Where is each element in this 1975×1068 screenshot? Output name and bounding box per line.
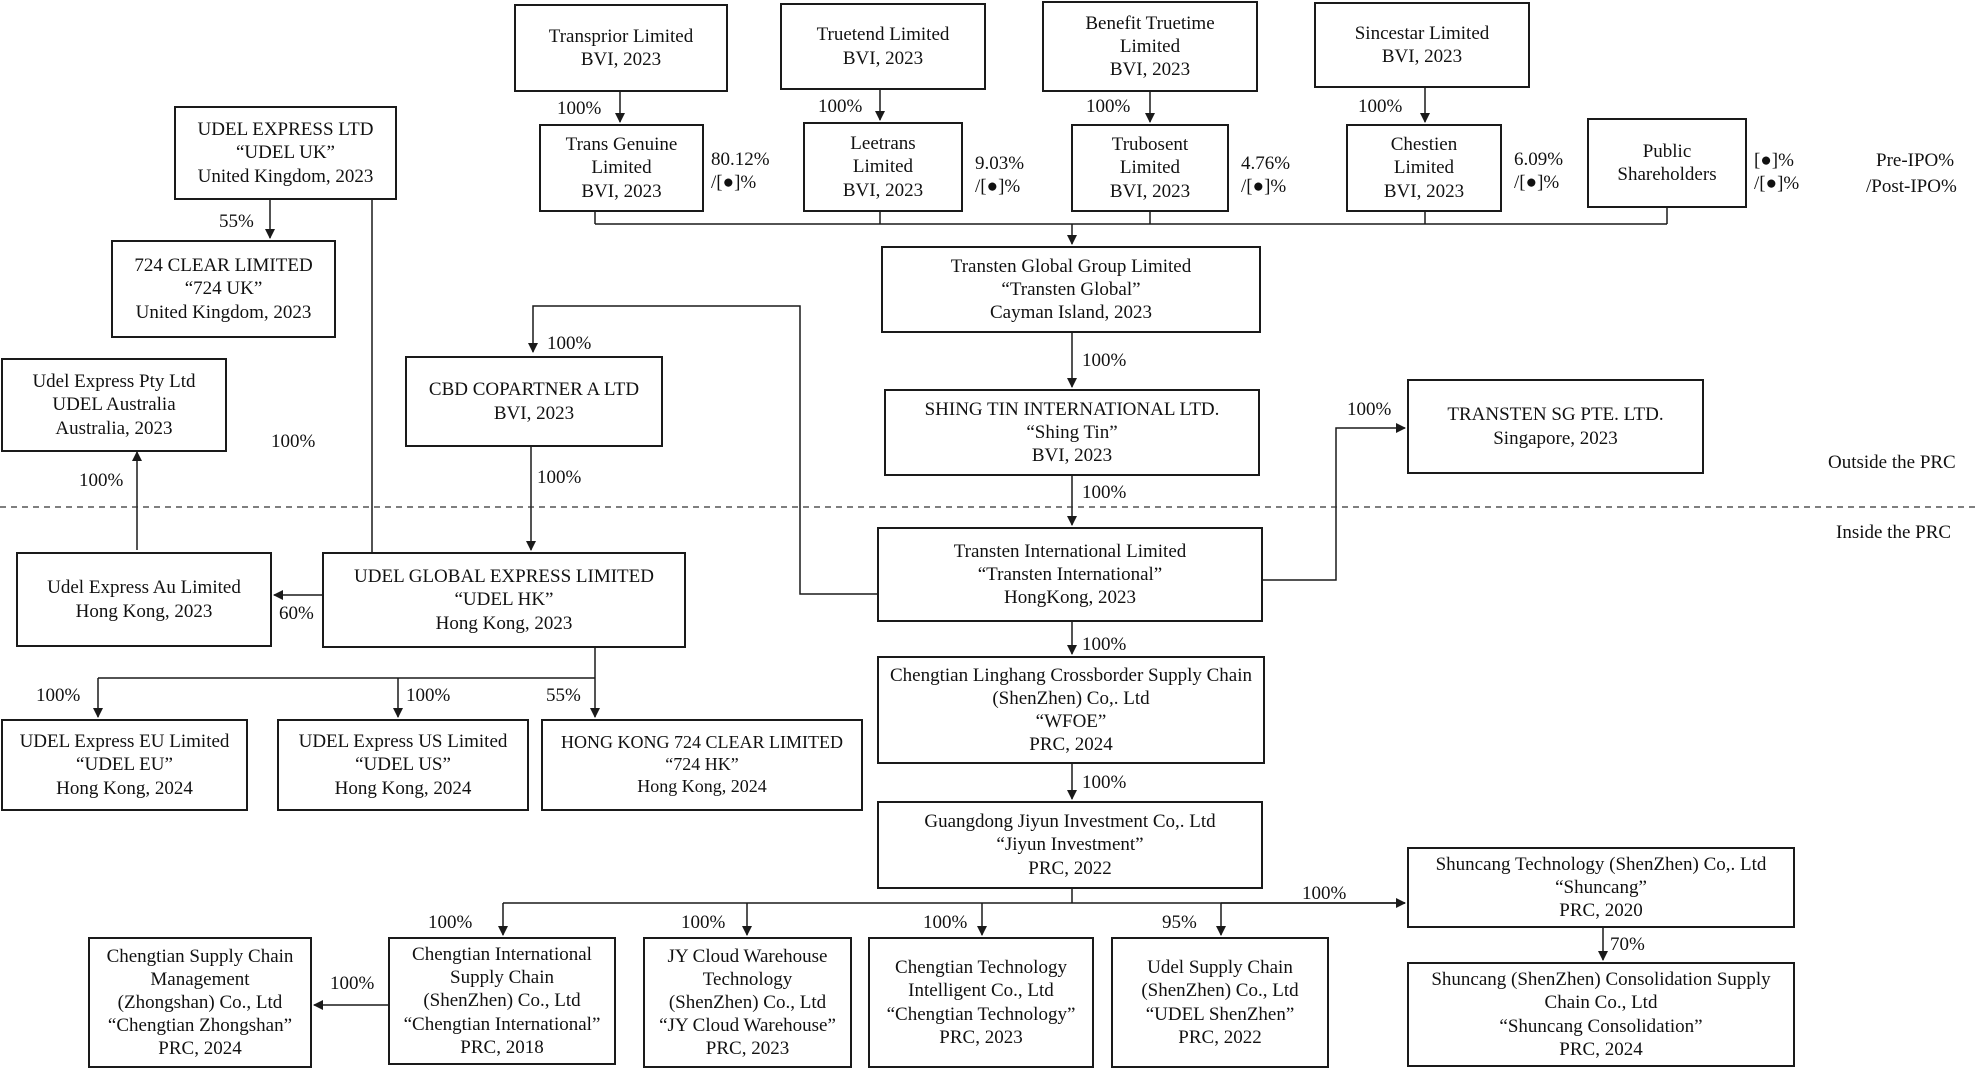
entity-shuncang-consolidation: Shuncang (ShenZhen) Consolidation Supply… xyxy=(1407,962,1795,1067)
pct-truetend: 100% xyxy=(818,96,863,117)
pct-shuncang: 100% xyxy=(1302,883,1347,904)
entity-udel-us: UDEL Express US Limited “UDEL US” Hong K… xyxy=(277,719,529,811)
entity-udel-au-hk: Udel Express Au Limited Hong Kong, 2023 xyxy=(16,552,272,647)
entity-trans-genuine: Trans Genuine Limited BVI, 2023 xyxy=(539,124,704,212)
edge-cbd-path xyxy=(528,305,877,595)
pct-eu: 100% xyxy=(36,685,81,706)
pct-cbd-udelhk: 100% xyxy=(537,467,582,488)
entity-chengtian-technology: Chengtian Technology Intelligent Co., Lt… xyxy=(868,937,1094,1068)
entity-transten-sg: TRANSTEN SG PTE. LTD. Singapore, 2023 xyxy=(1407,379,1704,474)
pct-ct-tech: 100% xyxy=(923,912,968,933)
entity-trubosent: Trubosent Limited BVI, 2023 xyxy=(1071,124,1229,212)
entity-724-hk: HONG KONG 724 CLEAR LIMITED “724 HK” Hon… xyxy=(541,719,863,811)
pct-wfoe: 100% xyxy=(1082,634,1127,655)
legend-post-ipo: /Post-IPO% xyxy=(1866,176,1957,197)
entity-jy-cloud-warehouse: JY Cloud Warehouse Technology (ShenZhen)… xyxy=(643,937,852,1068)
pct-au-hk: 60% xyxy=(279,603,314,624)
stake-leetrans: 9.03% /[●]% xyxy=(975,153,1025,197)
pct-benefit: 100% xyxy=(1086,96,1131,117)
legend-pre-ipo: Pre-IPO% xyxy=(1876,150,1955,171)
entity-transprior: Transprior Limited BVI, 2023 xyxy=(514,4,728,92)
entity-chestien: Chestien Limited BVI, 2023 xyxy=(1346,124,1502,212)
entity-cbd-copartner: CBD COPARTNER A LTD BVI, 2023 xyxy=(405,356,663,447)
stake-public: [●]% /[●]% xyxy=(1754,150,1800,194)
stake-chestien: 6.09% /[●]% xyxy=(1514,149,1564,193)
pct-uk-724: 55% xyxy=(219,211,254,232)
entity-724-uk: 724 CLEAR LIMITED “724 UK” United Kingdo… xyxy=(111,240,336,338)
entity-public-shareholders: Public Shareholders xyxy=(1587,118,1747,208)
entity-wfoe: Chengtian Linghang Crossborder Supply Ch… xyxy=(877,656,1265,764)
entity-benefit-truetime: Benefit Truetime Limited BVI, 2023 xyxy=(1042,1,1258,92)
pct-australia: 100% xyxy=(79,470,124,491)
entity-transten-global: Transten Global Group Limited “Transten … xyxy=(881,246,1261,333)
pct-shing-sg: 100% xyxy=(1347,399,1392,420)
stake-trubosent: 4.76% /[●]% xyxy=(1241,153,1291,197)
pct-udel-sz: 95% xyxy=(1162,912,1197,933)
pct-ct-intl: 100% xyxy=(428,912,473,933)
entity-sincestar: Sincestar Limited BVI, 2023 xyxy=(1314,2,1530,88)
entity-jiyun-investment: Guangdong Jiyun Investment Co,. Ltd “Jiy… xyxy=(877,801,1263,889)
entity-udel-hk: UDEL GLOBAL EXPRESS LIMITED “UDEL HK” Ho… xyxy=(322,552,686,648)
entity-udel-eu: UDEL Express EU Limited “UDEL EU” Hong K… xyxy=(1,719,248,811)
pct-jiyun: 100% xyxy=(1082,772,1127,793)
label-outside-prc: Outside the PRC xyxy=(1828,452,1956,473)
pct-uk-side: 100% xyxy=(271,431,316,452)
pct-sincestar: 100% xyxy=(1358,96,1403,117)
entity-udel-shenzhen: Udel Supply Chain (ShenZhen) Co., Ltd “U… xyxy=(1111,937,1329,1068)
pct-global-shingtin: 100% xyxy=(1082,350,1127,371)
pct-724hk: 55% xyxy=(546,685,581,706)
entity-udel-australia: Udel Express Pty Ltd UDEL Australia Aust… xyxy=(1,358,227,452)
pct-shing-intl: 100% xyxy=(1082,482,1127,503)
pct-zhongshan: 100% xyxy=(330,973,375,994)
entity-truetend: Truetend Limited BVI, 2023 xyxy=(780,3,986,90)
entity-chengtian-zhongshan: Chengtian Supply Chain Management (Zhong… xyxy=(88,937,312,1068)
stake-trans-genuine: 80.12% /[●]% xyxy=(711,149,770,193)
pct-shuncang-consol: 70% xyxy=(1610,934,1645,955)
entity-chengtian-international: Chengtian International Supply Chain (Sh… xyxy=(388,937,616,1065)
pct-jy-cloud: 100% xyxy=(681,912,726,933)
entity-udel-uk: UDEL EXPRESS LTD “UDEL UK” United Kingdo… xyxy=(174,106,397,200)
edge-intl-sg xyxy=(1262,423,1406,581)
label-inside-prc: Inside the PRC xyxy=(1836,522,1952,543)
entity-transten-international: Transten International Limited “Transten… xyxy=(877,527,1263,622)
entity-leetrans: Leetrans Limited BVI, 2023 xyxy=(803,122,963,212)
entity-shuncang: Shuncang Technology (ShenZhen) Co,. Ltd … xyxy=(1407,847,1795,928)
pct-cbd: 100% xyxy=(547,333,592,354)
pct-transprior: 100% xyxy=(557,98,602,119)
entity-shing-tin: SHING TIN INTERNATIONAL LTD. “Shing Tin”… xyxy=(884,389,1260,476)
pct-us: 100% xyxy=(406,685,451,706)
